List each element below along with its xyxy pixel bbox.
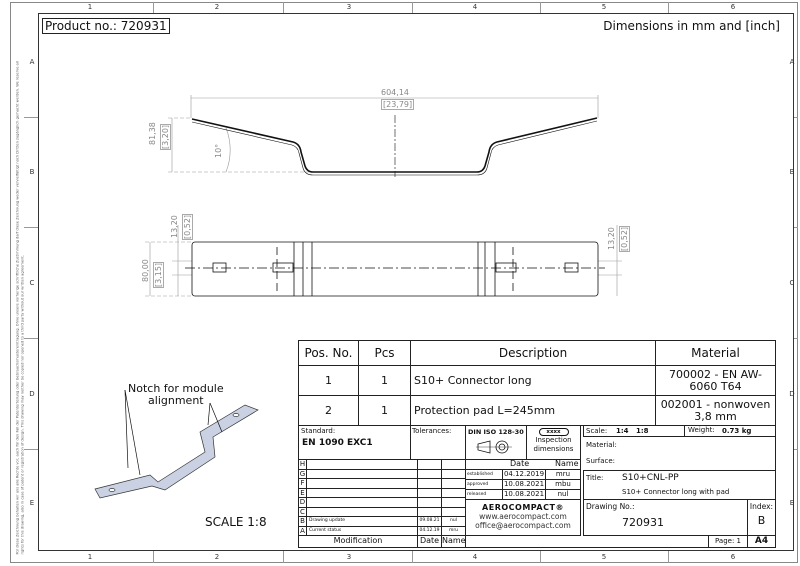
page-number: Page: 1 xyxy=(708,535,748,548)
zone-col: 3 xyxy=(346,553,352,561)
side-view-profile xyxy=(191,117,598,173)
zone-row: D xyxy=(789,390,795,398)
dim-edge-in: [0,52] xyxy=(182,213,193,240)
dim-width-in: [23,79] xyxy=(381,99,415,110)
sheet-border xyxy=(10,2,798,563)
dim-angle: 10° xyxy=(214,143,223,158)
drawing-number-label: Drawing No.: xyxy=(586,502,635,511)
dim-edge2-in: [0,52] xyxy=(619,225,630,252)
drawing-title: S10+CNL-PP xyxy=(622,473,679,483)
zone-row: C xyxy=(29,279,35,287)
scale-label: Scale: xyxy=(586,427,608,435)
notch-note-line-2: alignment xyxy=(148,394,204,407)
projection-cell: DIN ISO 128-30 xyxy=(465,425,527,460)
pcs-cell: 1 xyxy=(358,365,411,396)
units-note: Dimensions in mm and [inch] xyxy=(603,19,780,33)
modification-date-header: Date xyxy=(417,535,442,548)
header-pos: Pos. No. xyxy=(298,340,359,366)
modification-header: Modification xyxy=(298,535,418,548)
weight-value: 0.73 kg xyxy=(722,427,752,435)
index-value: B xyxy=(757,514,766,527)
pos-cell: 1 xyxy=(298,365,359,396)
scale-weight-row: Scale: 1:4 1:8 Weight: 0.73 kg xyxy=(583,425,776,437)
zone-col: 6 xyxy=(730,553,736,561)
iso-scale: SCALE 1:8 xyxy=(205,515,267,529)
modification-name-header: Name xyxy=(441,535,466,548)
drawing-number: 720931 xyxy=(622,516,664,529)
company-logo: AEROCOMPACT® xyxy=(482,503,564,512)
dim-width-mm: 604,14 xyxy=(381,88,409,97)
header-pcs: Pcs xyxy=(358,340,411,366)
zone-row: A xyxy=(789,58,795,66)
index-cell: Index: B xyxy=(747,499,776,536)
zone-col: 1 xyxy=(87,553,93,561)
dim-edge-mm: 13,20 xyxy=(170,215,179,238)
title-label: Title: xyxy=(586,474,604,482)
scale-value-2: 1:8 xyxy=(636,427,649,435)
leader-arrows xyxy=(124,389,223,476)
drawing-subtitle: S10+ Connector long with pad xyxy=(622,488,730,496)
scale-value-1: 1:4 xyxy=(616,427,629,435)
inspection-label: Inspection dimensions xyxy=(533,436,574,453)
material-cell: 002001 - nonwoven 3,8 mm xyxy=(655,395,776,426)
zone-row: E xyxy=(29,499,35,507)
date-header: Date xyxy=(510,459,530,468)
company-cell: AEROCOMPACT® www.aerocompact.com office@… xyxy=(465,499,581,536)
zone-col: 4 xyxy=(472,553,478,561)
tolerances-label: Tolerances: xyxy=(412,427,452,435)
material-label: Material: xyxy=(586,441,617,449)
zone-col: 2 xyxy=(214,3,220,11)
description-cell: S10+ Connector long xyxy=(410,365,656,396)
dim-edge2-mm: 13,20 xyxy=(607,227,616,250)
dim-height-in: [3,20] xyxy=(160,123,171,150)
zone-col: 3 xyxy=(346,3,352,11)
pcs-cell: 1 xyxy=(358,395,411,426)
zone-col: 4 xyxy=(472,3,478,11)
dim-depth-in: [3,15] xyxy=(153,261,164,288)
zone-col: 1 xyxy=(87,3,93,11)
company-website[interactable]: www.aerocompact.com xyxy=(479,512,567,521)
weight-label: Weight: xyxy=(684,426,715,437)
zone-col: 5 xyxy=(601,553,607,561)
zone-row: E xyxy=(789,499,795,507)
drawing-number-cell: Drawing No.: 720931 xyxy=(583,499,748,536)
description-cell: Protection pad L=245mm xyxy=(410,395,656,426)
sheet-format: A4 xyxy=(747,535,776,548)
name-header: Name xyxy=(555,459,579,468)
zone-col: 2 xyxy=(214,553,220,561)
product-number: Product no.: 720931 xyxy=(42,18,170,34)
header-material: Material xyxy=(655,340,776,366)
inspection-badge: xxxx xyxy=(538,428,569,436)
din-standard: DIN ISO 128-30 xyxy=(468,428,524,436)
title-cell: Title: S10+CNL-PP S10+ Connector long wi… xyxy=(583,470,776,500)
isometric-view xyxy=(94,404,259,499)
dimension-lines xyxy=(145,95,622,297)
zone-row: C xyxy=(789,279,795,287)
zone-col: 5 xyxy=(601,3,607,11)
material-cell: 700002 - EN AW-6060 T64 xyxy=(655,365,776,396)
standard-value: EN 1090 EXC1 xyxy=(302,438,373,448)
zone-col: 6 xyxy=(730,3,736,11)
pos-cell: 2 xyxy=(298,395,359,426)
zone-row: A xyxy=(29,58,35,66)
surface-label: Surface: xyxy=(586,457,616,465)
zone-row: D xyxy=(29,390,35,398)
company-email[interactable]: office@aerocompact.com xyxy=(475,521,571,530)
zone-row: B xyxy=(29,168,35,176)
index-label: Index: xyxy=(749,502,774,511)
standard-label: Standard: xyxy=(301,427,336,435)
projection-symbol-icon xyxy=(476,440,512,454)
notch-note-line-1: Notch for module xyxy=(128,382,224,395)
tolerances-cell: Tolerances: xyxy=(410,425,466,460)
zone-row: B xyxy=(789,168,795,176)
standard-cell: Standard: EN 1090 EXC1 xyxy=(298,425,411,460)
header-description: Description xyxy=(410,340,656,366)
drawing-frame xyxy=(38,13,794,551)
inspection-cell: xxxx Inspection dimensions xyxy=(526,425,581,460)
dim-height-mm: 81,38 xyxy=(148,122,157,145)
dim-depth-mm: 80,00 xyxy=(141,259,150,282)
top-view-outline xyxy=(185,241,605,297)
